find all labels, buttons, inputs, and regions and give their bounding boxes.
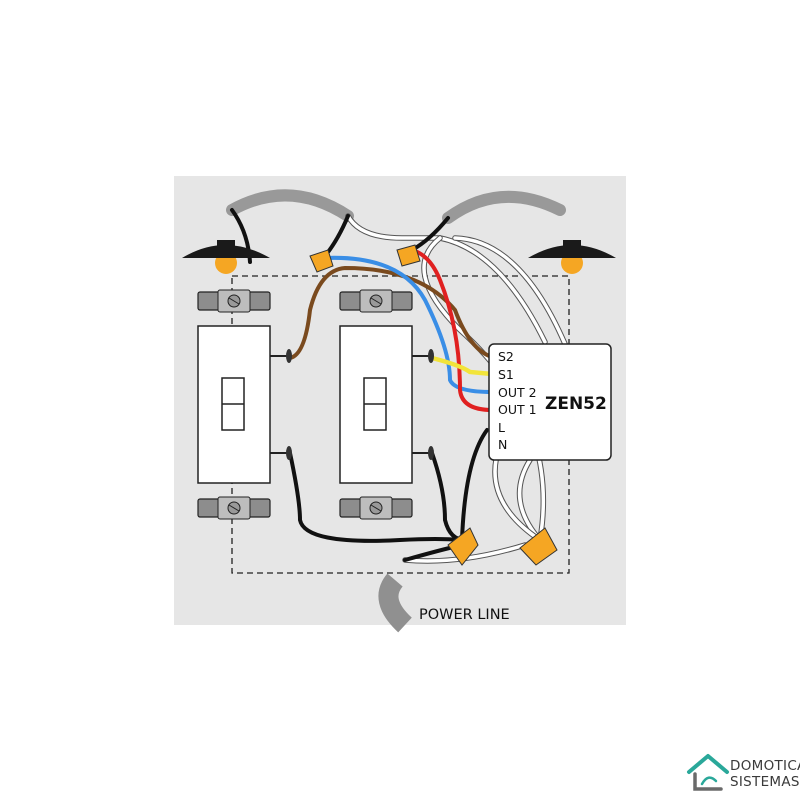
switch-right xyxy=(339,289,434,520)
terminal-l: L xyxy=(498,420,505,435)
brand-line-2: SISTEMAS xyxy=(730,774,800,790)
red-wire xyxy=(410,248,494,412)
module-name: ZEN52 xyxy=(545,394,607,414)
wire-nut-top-left xyxy=(309,249,334,273)
fixture-cable-right xyxy=(442,190,566,224)
house-logo-icon xyxy=(687,754,729,791)
power-line-label: POWER LINE xyxy=(419,607,510,623)
wire-nut-top-right xyxy=(396,244,421,267)
terminal-s2: S2 xyxy=(498,349,514,364)
power-line-cable xyxy=(378,573,413,633)
terminal-out2: OUT 2 xyxy=(498,385,537,400)
terminal-n: N xyxy=(498,437,507,452)
zen52-module: S2 S1 OUT 2 OUT 1 L N ZEN52 xyxy=(488,343,612,461)
light-fixture-left xyxy=(182,240,270,274)
fixture-cable-left xyxy=(226,189,354,222)
yellow-wire xyxy=(429,355,495,377)
wire-nut-neutral xyxy=(519,527,558,566)
light-fixture-right xyxy=(528,240,616,274)
brand-logo: DOMOTICA SISTEMAS xyxy=(686,748,800,796)
brand-line-1: DOMOTICA xyxy=(730,758,800,774)
switch-left xyxy=(197,289,292,520)
brown-wire xyxy=(288,265,494,360)
wire-nut-hot xyxy=(447,527,479,566)
terminal-s1: S1 xyxy=(498,367,514,382)
terminal-out1: OUT 1 xyxy=(498,402,537,417)
